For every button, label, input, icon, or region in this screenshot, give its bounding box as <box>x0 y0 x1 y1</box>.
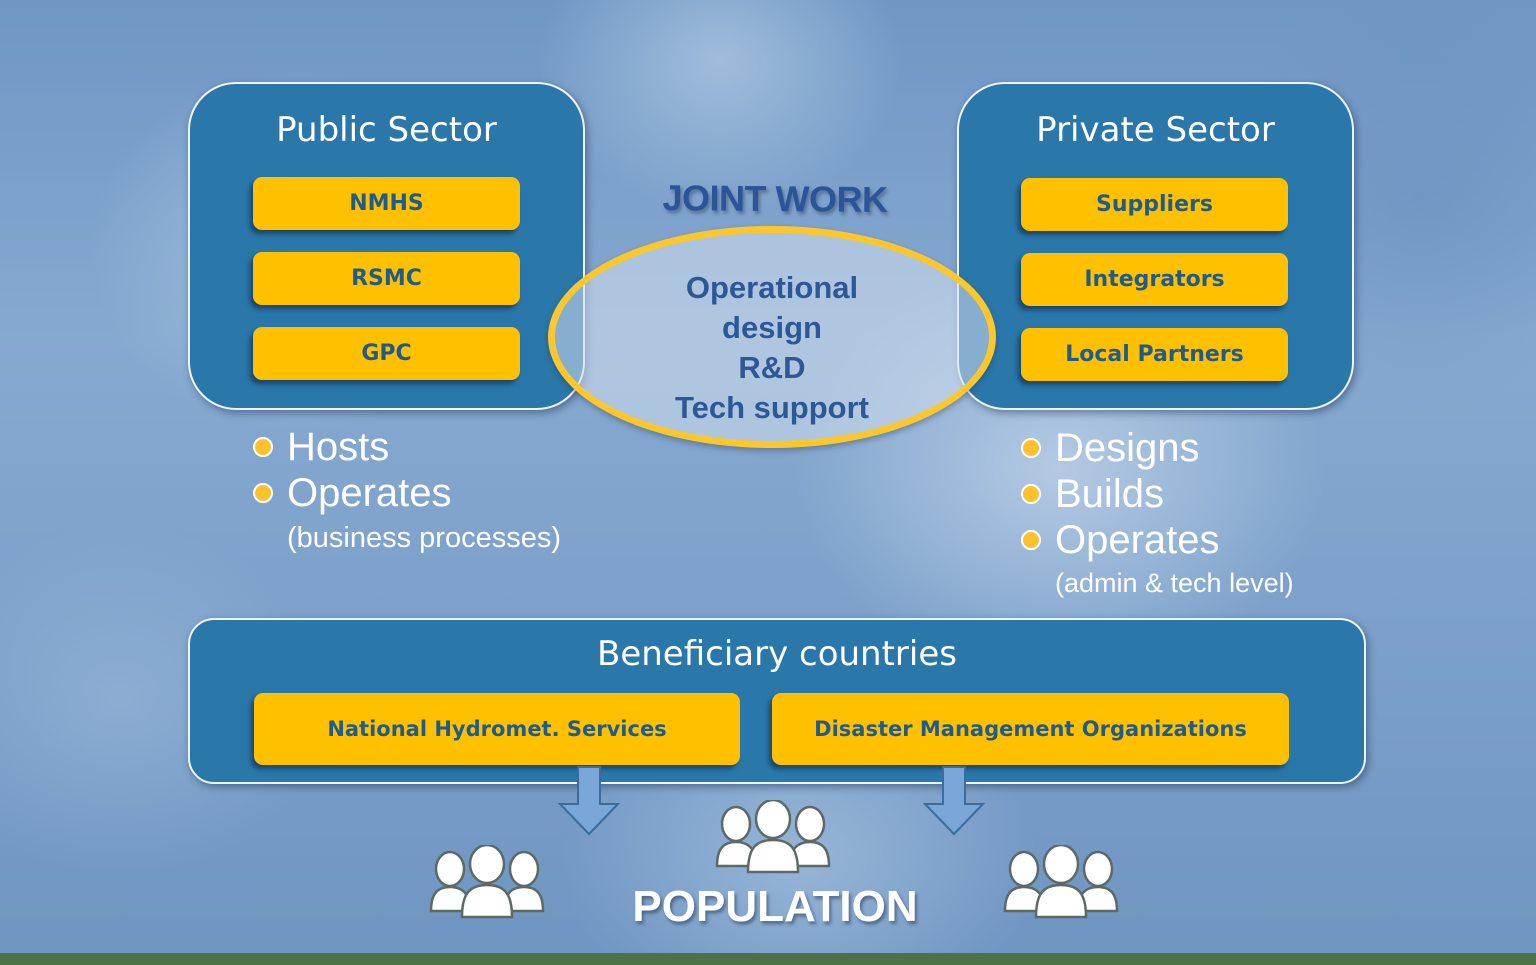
people-group-icon <box>1003 845 1119 919</box>
private-roles-list: Designs Builds Operates (admin & tech le… <box>1021 425 1294 603</box>
footer-bar <box>0 953 1536 965</box>
down-arrow-icon <box>923 766 985 836</box>
private-sector-title: Private Sector <box>1036 110 1275 150</box>
joint-work-title: JOINT WORK <box>662 177 888 220</box>
private-sector-box: Private Sector Suppliers Integrators Loc… <box>957 82 1354 410</box>
bullet-dot-icon <box>253 437 273 457</box>
bullet-dot-icon <box>1021 438 1041 458</box>
role-label: Builds <box>1055 471 1164 516</box>
joint-work-content: Operational design R&D Tech support <box>548 268 996 428</box>
role-label: Operates <box>1055 517 1220 562</box>
beneficiary-item-nhs: National Hydromet. Services <box>254 693 740 765</box>
joint-line-design: design <box>722 310 822 345</box>
beneficiary-item-dmo: Disaster Management Organizations <box>772 693 1289 765</box>
public-item-nmhs: NMHS <box>253 177 520 230</box>
joint-line-tech-support: Tech support <box>674 390 870 425</box>
beneficiary-title: Beneficiary countries <box>597 634 957 674</box>
bullet-dot-icon <box>1021 530 1041 550</box>
population-label: POPULATION <box>632 882 918 931</box>
bullet-dot-icon <box>253 483 273 503</box>
public-item-rsmc: RSMC <box>253 252 520 305</box>
down-arrow-icon <box>558 766 620 836</box>
role-label: Hosts <box>287 424 390 469</box>
private-role-builds: Builds <box>1021 471 1294 517</box>
public-sector-title: Public Sector <box>276 110 497 150</box>
private-item-local-partners: Local Partners <box>1021 328 1288 381</box>
role-label: Designs <box>1055 425 1200 470</box>
public-item-gpc: GPC <box>253 327 520 380</box>
people-group-icon <box>715 800 831 874</box>
joint-work-ellipse <box>548 226 996 448</box>
public-sector-box: Public Sector NMHS RSMC GPC <box>188 82 585 410</box>
private-role-note: (admin & tech level) <box>1055 568 1294 598</box>
bullet-dot-icon <box>1021 484 1041 504</box>
private-item-integrators: Integrators <box>1021 253 1288 306</box>
public-role-hosts: Hosts <box>253 424 561 470</box>
joint-line-operational: Operational <box>685 270 859 305</box>
private-item-suppliers: Suppliers <box>1021 178 1288 231</box>
public-roles-list: Hosts Operates (business processes) <box>253 424 561 560</box>
public-role-operates: Operates <box>253 470 561 516</box>
public-role-note: (business processes) <box>287 522 561 554</box>
private-role-designs: Designs <box>1021 425 1294 471</box>
private-role-operates: Operates <box>1021 517 1294 563</box>
role-label: Operates <box>287 470 452 515</box>
people-group-icon <box>429 845 545 919</box>
joint-line-rnd: R&D <box>738 350 806 385</box>
beneficiary-countries-box: Beneficiary countries National Hydromet.… <box>188 618 1366 784</box>
